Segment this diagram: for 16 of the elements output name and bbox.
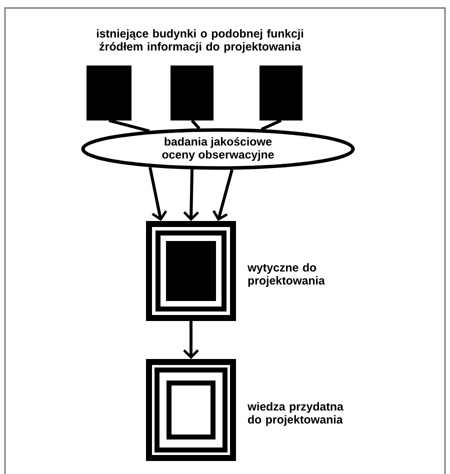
building-square [260,66,302,120]
building-square [170,66,214,120]
connector-line [260,119,282,131]
node-caption: wiedza przydatna do projektowania [248,402,344,426]
connector-line [190,119,200,130]
heading: istniejące budynki o podobnej funkcji źródłem informacji do projektowania [96,29,304,53]
concentric-square [146,221,236,321]
concentric-square [146,359,236,461]
arrow [183,321,199,359]
arrow [183,169,200,221]
connector-line [108,119,150,132]
building-square [86,66,132,120]
node-caption: wytyczne do projektowania [248,263,325,287]
arrow [212,169,234,221]
ellipse-node: badania jakościowe oceny obserwacyjne [81,128,355,170]
arrow [148,166,168,221]
